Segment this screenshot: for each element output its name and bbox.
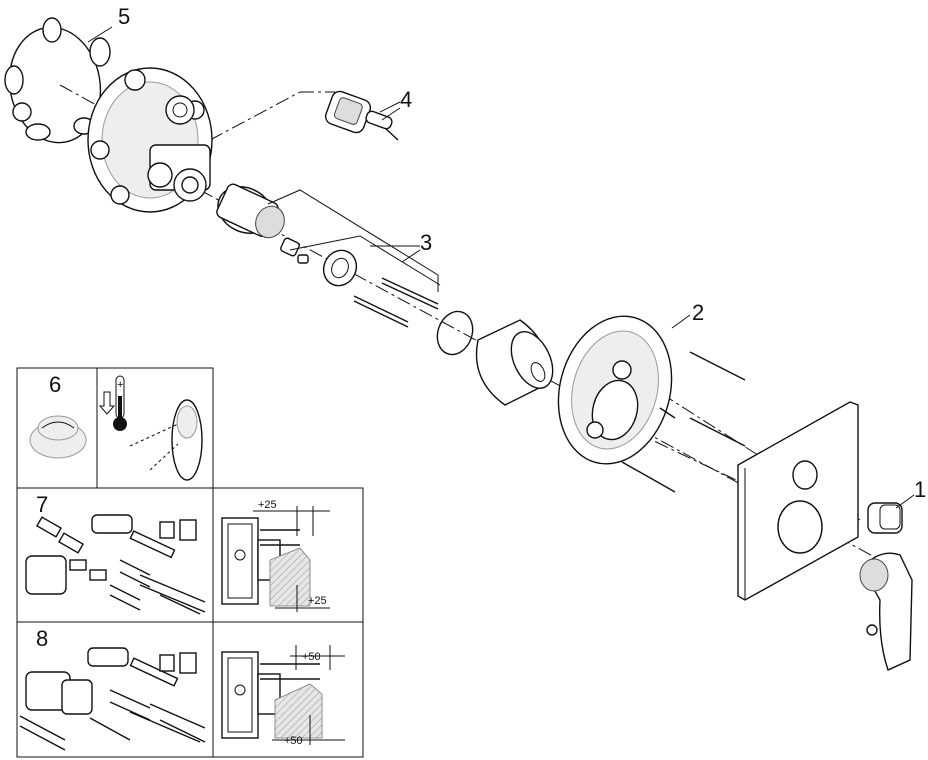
mixing-cartridge-part	[216, 183, 441, 328]
installation-depth-diagram-7: +25 +25	[221, 499, 330, 612]
thermometer-icon: +	[113, 375, 127, 431]
dim-8-bottom: +50	[284, 735, 303, 747]
down-arrow-icon	[98, 391, 116, 415]
diverter-knob-part	[867, 502, 903, 534]
info-box-6: 6 +	[16, 367, 214, 489]
handle-rotation-icon	[129, 399, 203, 481]
box-7-number: 7	[36, 492, 48, 517]
diverter-cartridge-part	[324, 90, 401, 141]
rough-in-body-part	[87, 67, 213, 213]
callout-3: 3	[420, 230, 432, 255]
temperature-limiter-icon	[29, 415, 87, 459]
dim-7-top: +25	[258, 499, 277, 511]
svg-text:+: +	[117, 379, 123, 391]
dim-7-bottom: +25	[308, 595, 327, 607]
info-box-8: 8 +50	[16, 621, 364, 758]
mounting-plate-part	[557, 315, 746, 493]
square-trim-plate	[737, 401, 859, 601]
callout-5: 5	[118, 4, 130, 29]
dim-8-top: +50	[302, 651, 321, 663]
callouts: 5 4 3 2 1	[87, 4, 926, 509]
info-box-7: 7	[16, 487, 364, 623]
extension-kit-parts-7	[25, 514, 206, 615]
box-6-number: 6	[49, 372, 61, 397]
callout-4: 4	[400, 87, 412, 112]
callout-1: 1	[914, 477, 926, 502]
installation-depth-diagram-8: +50 +50	[221, 645, 345, 747]
lever-handle-part	[859, 552, 913, 671]
extension-sleeve-part	[475, 319, 554, 406]
o-ring-part	[436, 310, 474, 356]
callout-2: 2	[692, 300, 704, 325]
box-8-number: 8	[36, 626, 48, 651]
gasket-ring-part	[4, 17, 111, 144]
extension-kit-parts-8	[19, 647, 206, 751]
